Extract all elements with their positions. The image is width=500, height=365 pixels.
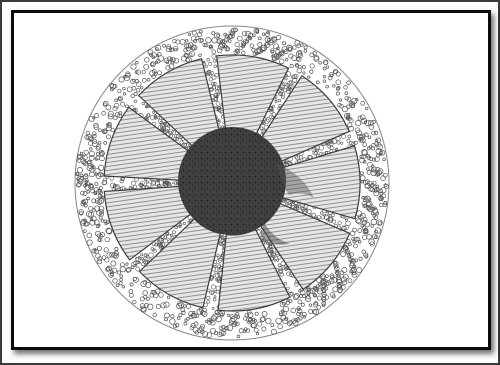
image-panel (11, 10, 491, 350)
cross-section-figure (14, 13, 488, 347)
